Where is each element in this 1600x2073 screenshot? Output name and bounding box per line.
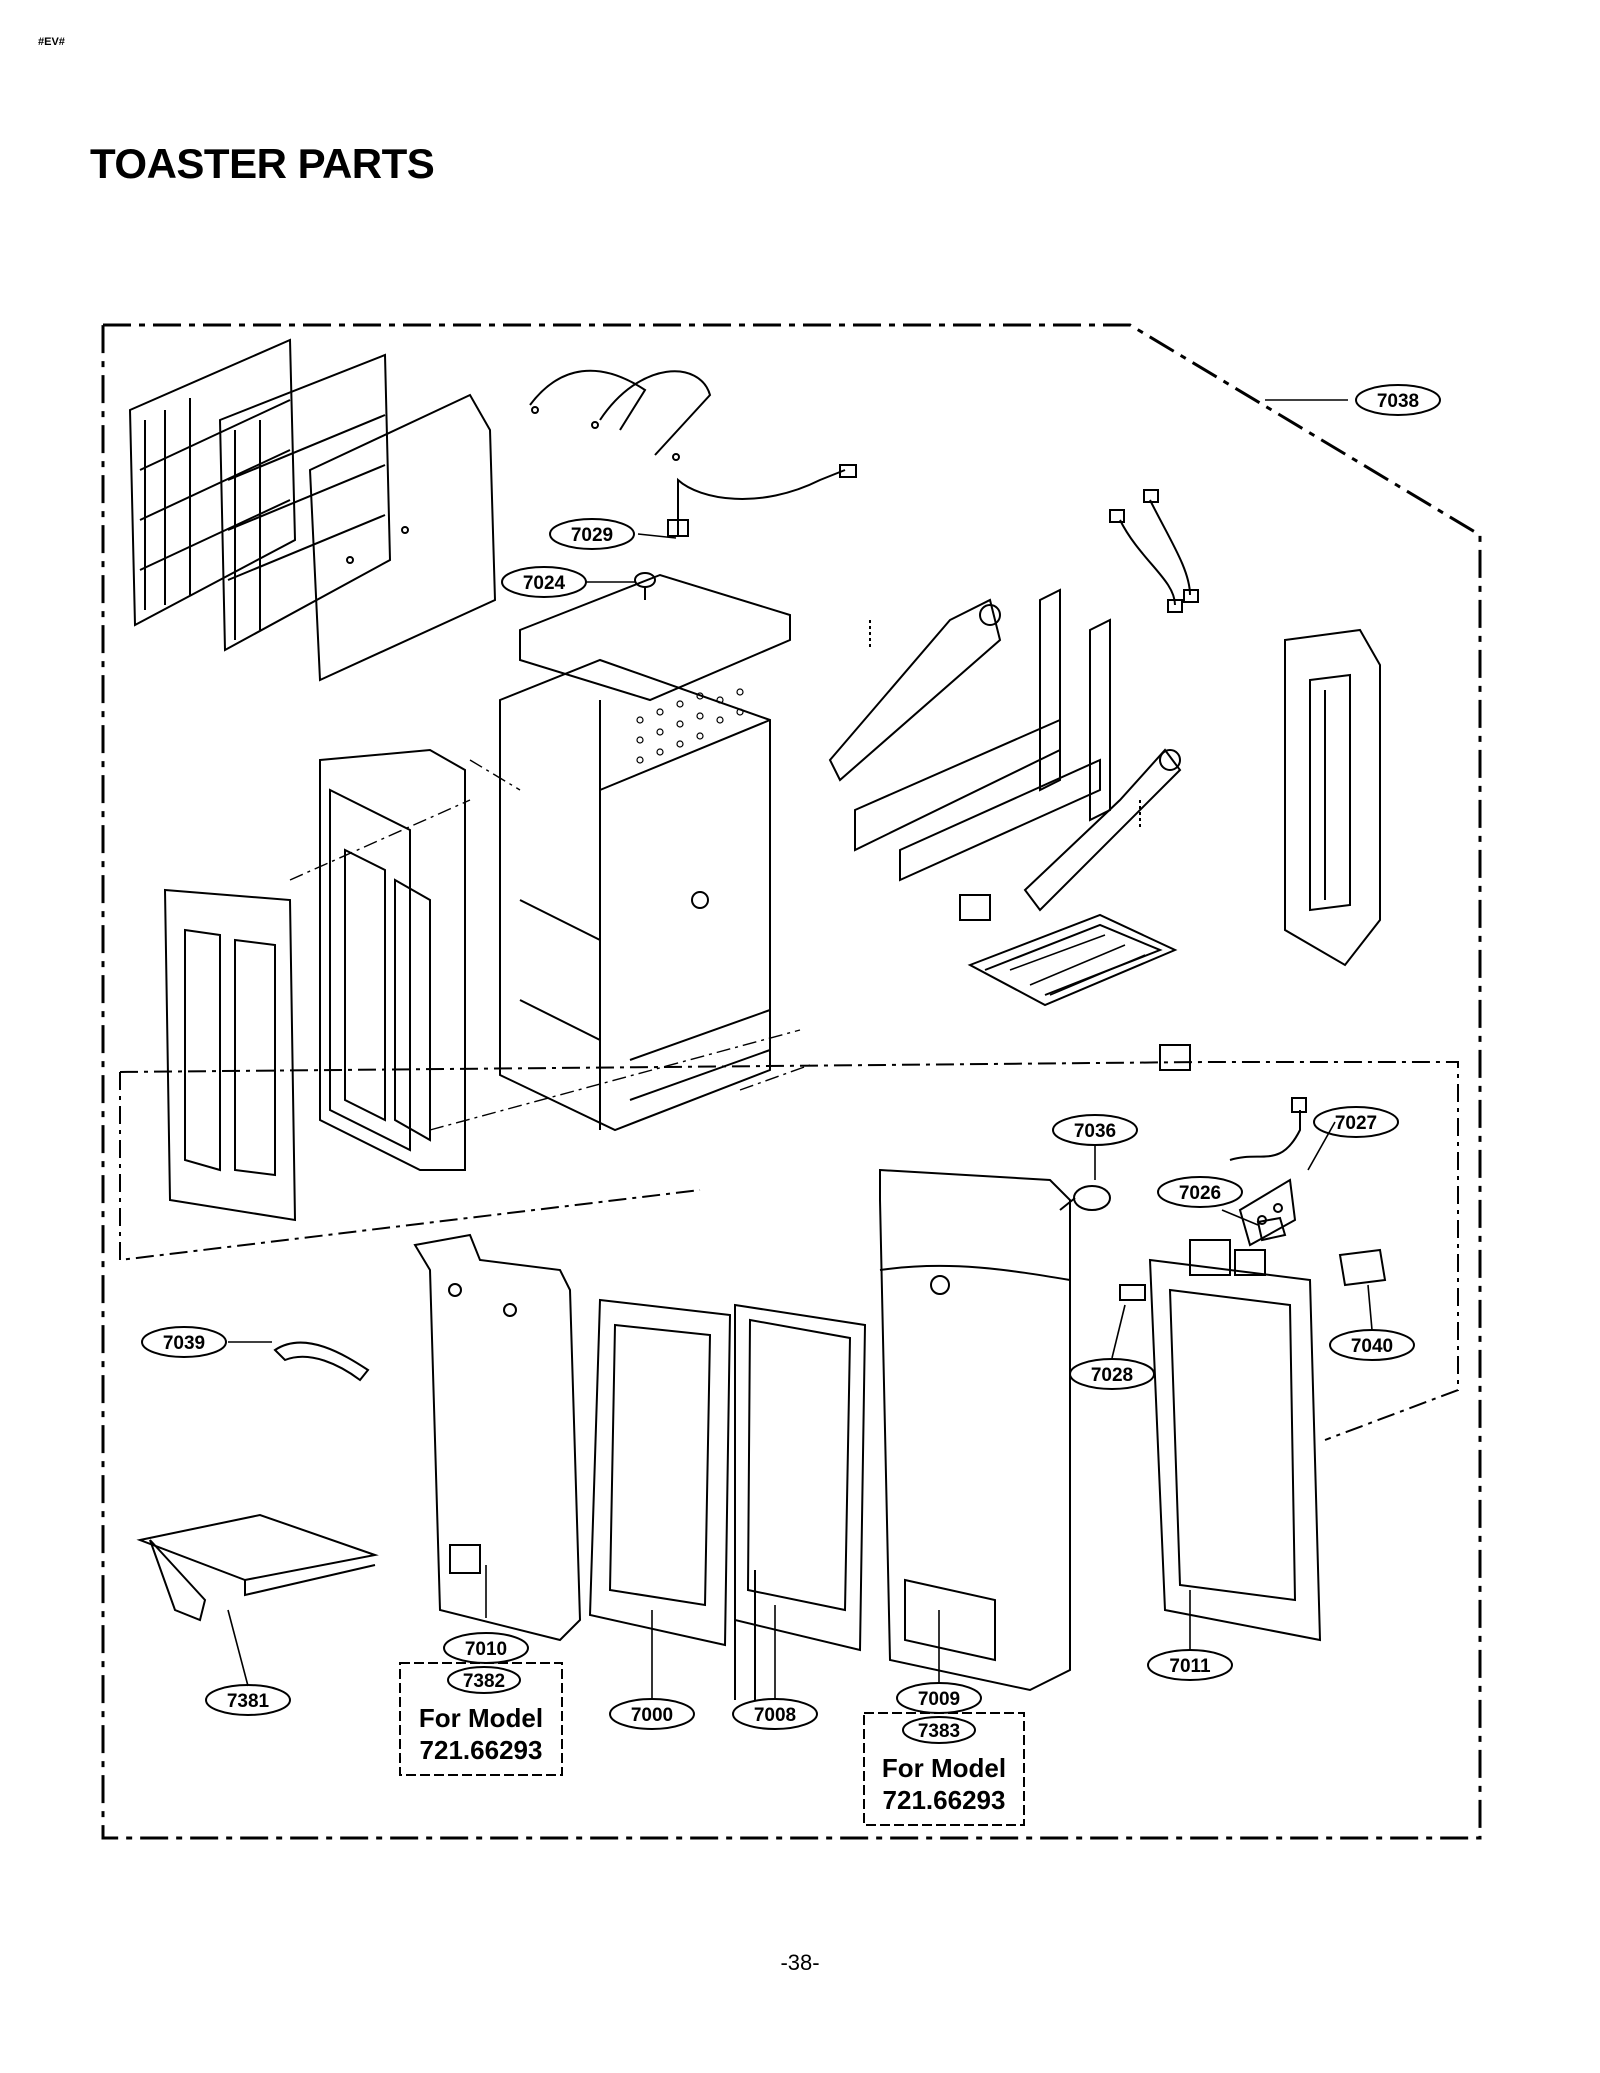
thermostat xyxy=(634,572,656,600)
callout-7383: 7383 xyxy=(918,1721,960,1742)
front-cover-7010 xyxy=(413,1233,582,1642)
switch-bracket-7011 xyxy=(1148,1239,1322,1642)
callout-7382: 7382 xyxy=(463,1671,505,1692)
right-side-frame xyxy=(1284,628,1381,967)
callout-7036: 7036 xyxy=(1074,1121,1116,1142)
knob-7036 xyxy=(1059,1185,1111,1211)
page-number: -38- xyxy=(780,1950,820,1975)
callout-7028: 7028 xyxy=(1091,1365,1133,1386)
dash-lines xyxy=(289,759,811,1131)
model-note-left-line2: 721.66293 xyxy=(420,1735,543,1765)
callout-7029: 7029 xyxy=(571,525,613,546)
handle-7039 xyxy=(273,1341,370,1382)
control-panel-7009 xyxy=(879,1168,1071,1692)
callout-7008: 7008 xyxy=(754,1705,796,1726)
callout-7040: 7040 xyxy=(1351,1336,1393,1357)
callout-7011: 7011 xyxy=(1169,1656,1211,1677)
wire-harness xyxy=(1109,489,1199,613)
crumb-tray-base xyxy=(959,894,1191,1071)
toaster-frame xyxy=(499,573,791,1132)
door-frame-7008 xyxy=(734,1303,867,1700)
callout-7024: 7024 xyxy=(523,573,566,594)
model-note-right-line1: For Model xyxy=(882,1753,1006,1783)
parts-7026-7028-7040 xyxy=(1119,1216,1387,1301)
door-group-boundary xyxy=(119,1061,1459,1441)
carriage-levers xyxy=(828,588,1182,912)
leader-lines xyxy=(227,399,1373,1700)
model-note-box-left xyxy=(399,1662,563,1776)
door-window-7000 xyxy=(588,1298,732,1647)
callout-7027: 7027 xyxy=(1335,1113,1377,1134)
callout-7026: 7026 xyxy=(1179,1183,1221,1204)
inner-side-panels xyxy=(163,748,466,1222)
callout-7381: 7381 xyxy=(227,1691,270,1712)
sensor-board-7027 xyxy=(1229,1097,1307,1247)
model-note-box-right xyxy=(863,1712,1025,1826)
model-note-left-line1: For Model xyxy=(419,1703,543,1733)
page-title: TOASTER PARTS xyxy=(90,140,435,187)
heater-coil xyxy=(529,369,712,456)
crumb-tray-7381 xyxy=(136,1513,379,1622)
header-tag: #EV# xyxy=(38,36,65,48)
thermal-sensor-wire xyxy=(667,453,857,537)
callout-7039: 7039 xyxy=(163,1333,205,1354)
callout-7038: 7038 xyxy=(1377,391,1419,412)
callout-7010: 7010 xyxy=(465,1639,507,1660)
callout-7000: 7000 xyxy=(631,1705,673,1726)
model-note-right-line2: 721.66293 xyxy=(883,1785,1006,1815)
heating-element-racks xyxy=(128,338,497,682)
callout-7009: 7009 xyxy=(918,1689,960,1710)
assembly-boundary xyxy=(101,323,1482,1840)
